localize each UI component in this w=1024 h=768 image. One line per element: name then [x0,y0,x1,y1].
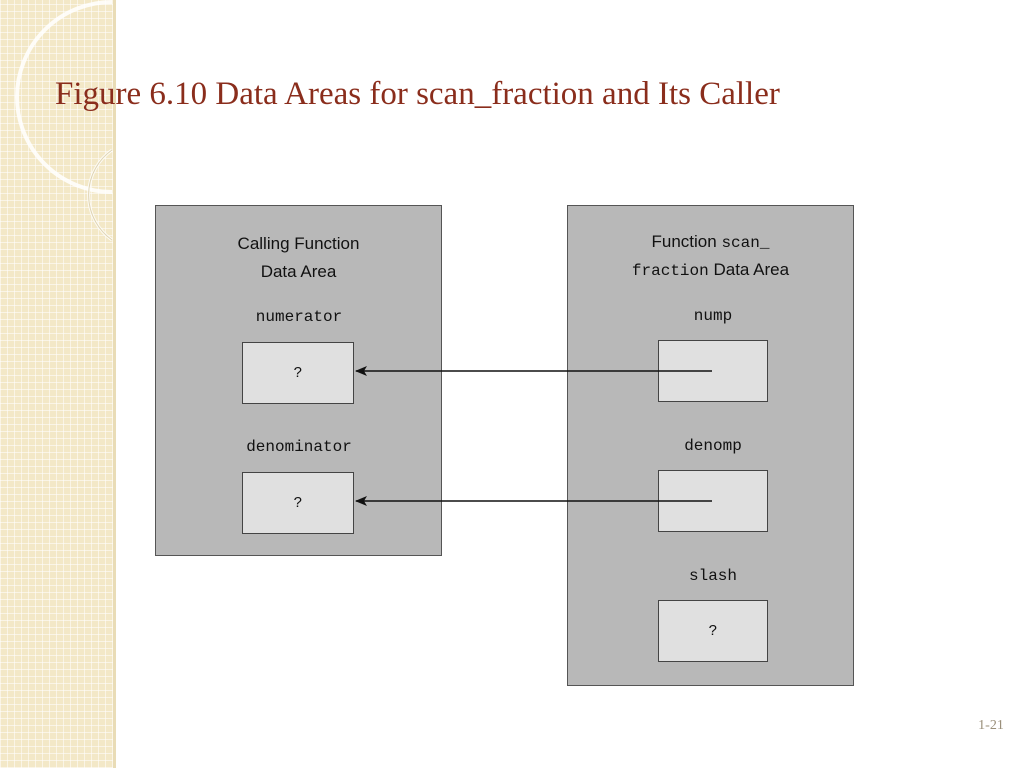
numerator-label: numerator [255,308,343,326]
slide-number: 1-21 [978,718,1004,733]
denominator-box: ? [242,472,354,534]
function-heading-code2: fraction [631,262,709,280]
slide-title: Figure 6.10 Data Areas for scan_fraction… [55,76,780,112]
denomp-box [658,470,768,532]
nump-label: nump [693,307,733,325]
decorative-side-strip [0,0,113,768]
denominator-label: denominator [246,438,352,456]
decorative-arcs [15,0,113,242]
side-strip-edge [113,0,116,768]
function-heading-suffix: Data Area [713,260,790,279]
denomp-label: denomp [684,437,742,455]
calling-function-data-area: Calling Function Data Area numerator ? d… [155,205,442,556]
slash-label: slash [688,567,737,585]
numerator-box: ? [242,342,354,404]
function-heading-prefix: Function [651,232,717,251]
function-heading-line2: fraction Data Area [568,256,853,285]
function-heading-code1: scan_ [721,234,770,252]
nump-box [658,340,768,402]
scan-fraction-data-area: Function scan_ fraction Data Area nump d… [567,205,854,686]
function-heading-line1: Function scan_ [568,228,853,257]
caller-heading-line2: Data Area [260,262,337,281]
slash-box: ? [658,600,768,662]
caller-heading-line1: Calling Function [237,234,360,253]
